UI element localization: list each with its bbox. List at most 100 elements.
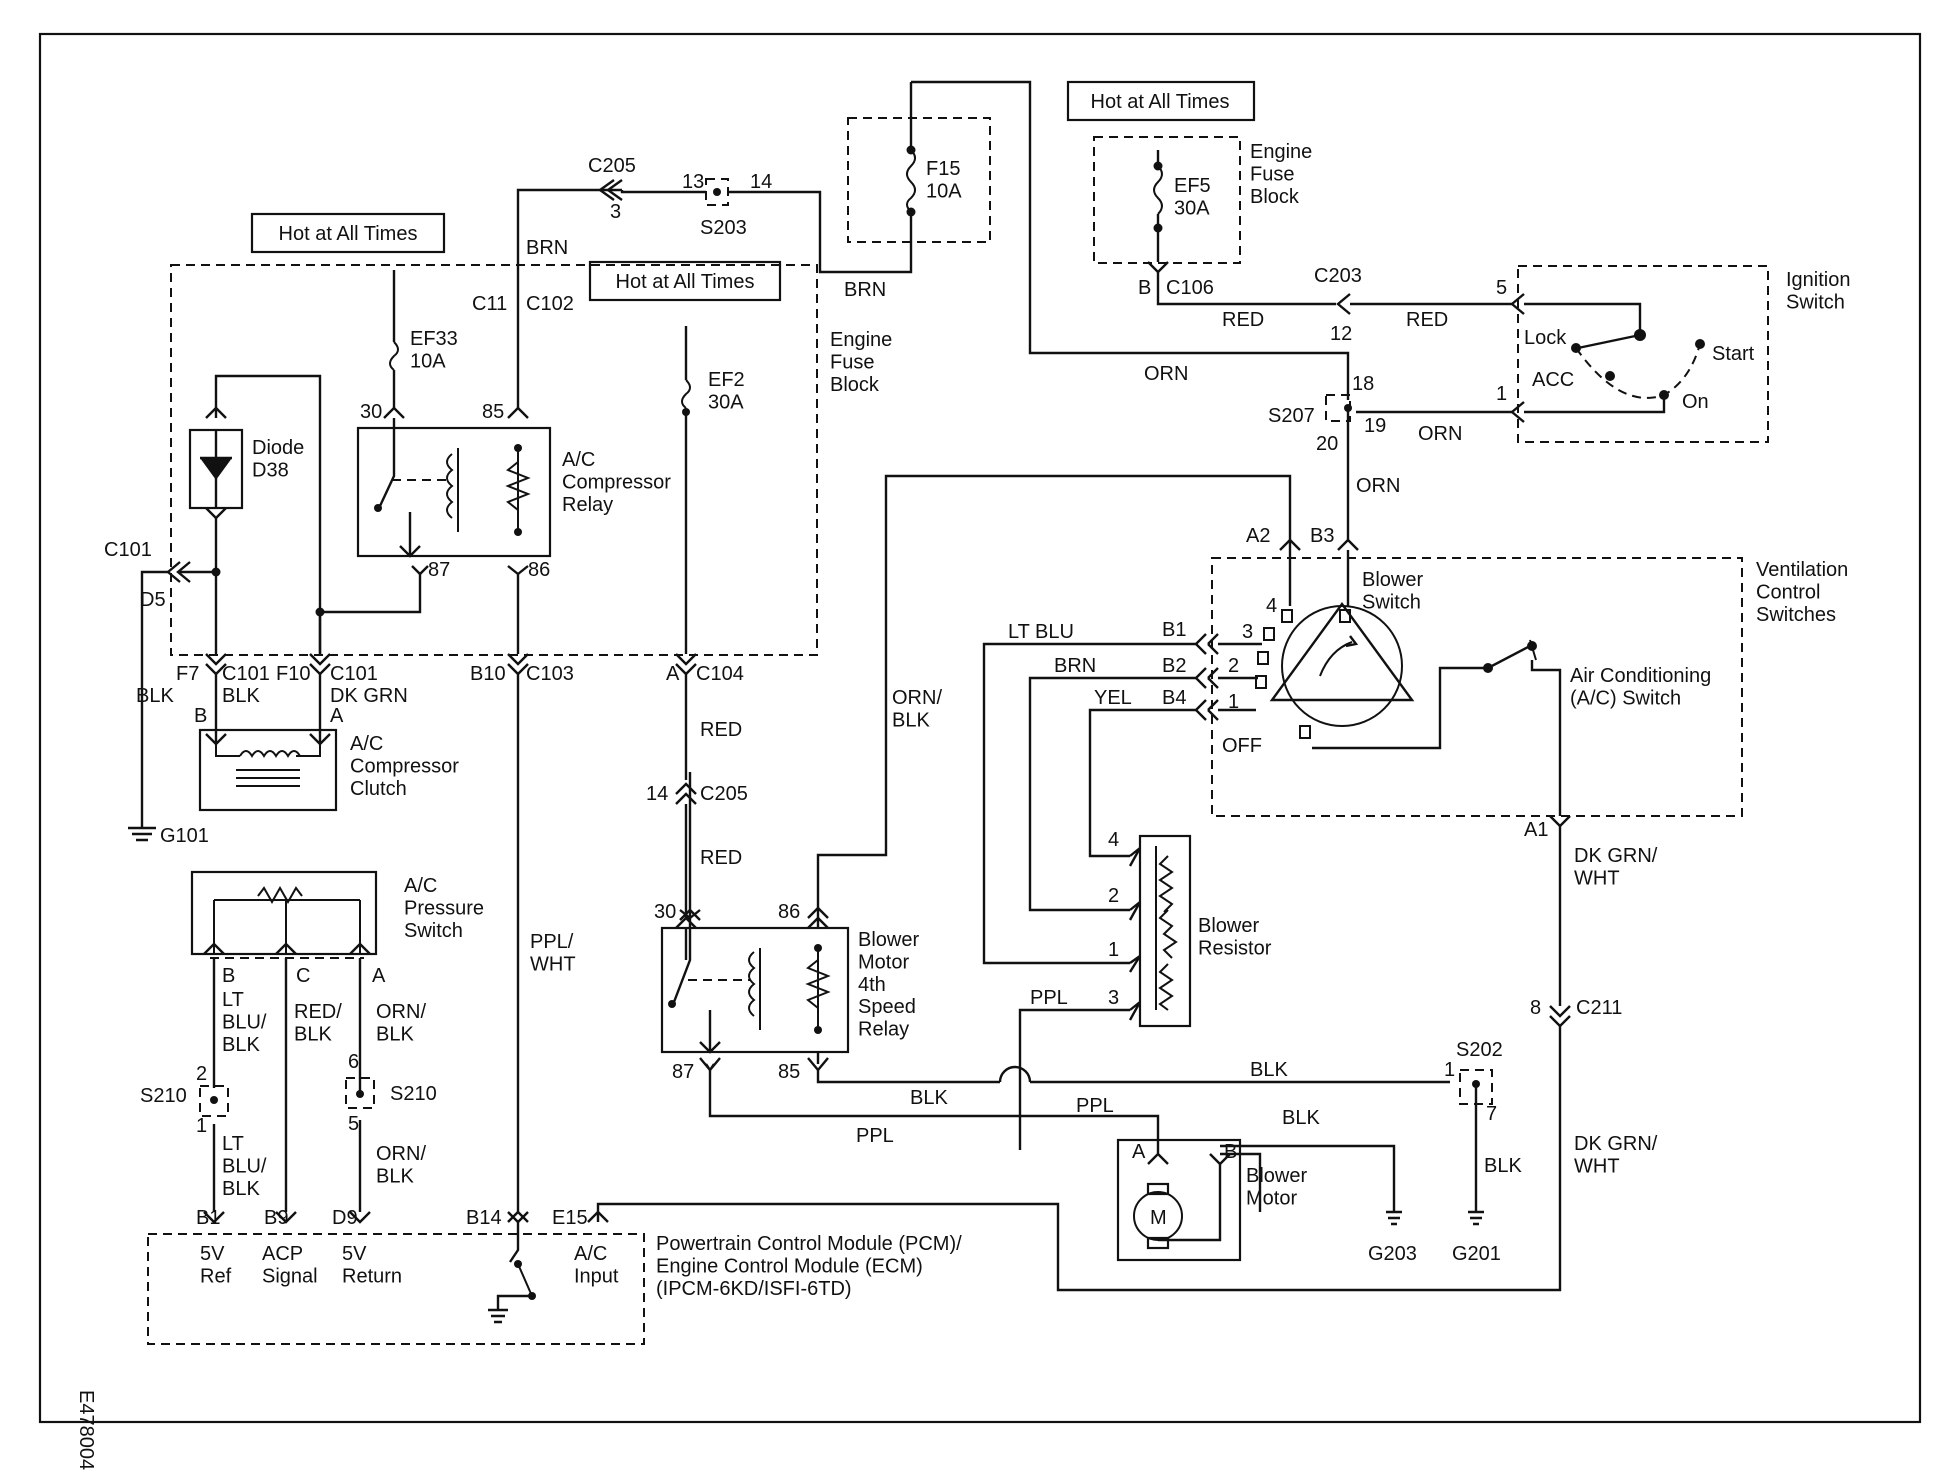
wire-ppl-motor: PPL — [1076, 1095, 1114, 1117]
s207-18: 18 — [1352, 373, 1374, 395]
blower-resistor-body — [1138, 834, 1192, 1028]
blower-relay-30: 30 — [654, 901, 676, 923]
blower-b3: B3 — [1310, 525, 1334, 547]
res-4: 4 — [1108, 829, 1119, 851]
wire-orn-blk-2: ORN/BLK — [376, 1143, 426, 1187]
ign-pin-5: 5 — [1496, 277, 1507, 299]
wire-dkgrn-wht-2: DK GRN/WHT — [1574, 1133, 1658, 1177]
ac-compressor-relay-body — [356, 426, 552, 558]
diagram-id: E478004 — [75, 1390, 97, 1470]
res-1: 1 — [1108, 939, 1119, 961]
ps-pin-b: B — [222, 965, 235, 987]
ac-pressure-switch-body — [190, 870, 378, 956]
wire-blk-clutch: BLK — [222, 685, 260, 707]
b10: B10 — [470, 663, 506, 685]
pcm-box — [147, 1233, 645, 1345]
wire-lt-blu: LT BLU — [1008, 621, 1074, 643]
ign-start-label: Start — [1712, 343, 1755, 365]
blower-a2: A2 — [1246, 525, 1270, 547]
relay-pin-86: 86 — [528, 559, 550, 581]
relay-pin-30: 30 — [360, 401, 382, 423]
s202: S202 — [1456, 1039, 1503, 1061]
motor-symbol-label: M — [1150, 1207, 1167, 1229]
s202-1: 1 — [1444, 1059, 1455, 1081]
c103: C103 — [526, 663, 574, 685]
ac-compressor-clutch-body — [198, 728, 338, 812]
c205-top-pin: 3 — [610, 201, 621, 223]
ign-lock-label: Lock — [1524, 327, 1567, 349]
blower-relay-body — [660, 926, 850, 1054]
g201: G201 — [1452, 1243, 1501, 1265]
s210-left-2: 2 — [196, 1063, 207, 1085]
pcm-e15: E15 — [552, 1207, 588, 1229]
s210-right-6: 6 — [348, 1051, 359, 1073]
d5: D5 — [140, 589, 166, 611]
s210-right: S210 — [390, 1083, 437, 1105]
c101-b: C101 — [330, 663, 378, 685]
c203-12: 12 — [1330, 323, 1352, 345]
ps-pin-c: C — [296, 965, 310, 987]
blower-b2: B2 — [1162, 655, 1186, 677]
c104-a: A — [666, 663, 680, 685]
c205-mid: C205 — [700, 783, 748, 805]
res-3: 3 — [1108, 987, 1119, 1009]
c211-pin: 8 — [1530, 997, 1541, 1019]
s202-7: 7 — [1486, 1103, 1497, 1125]
wire-orn-top — [911, 80, 1350, 400]
ac-switch-label: Air Conditioning(A/C) Switch — [1570, 665, 1711, 709]
sw-3: 3 — [1242, 621, 1253, 643]
wire-red-c205: RED — [700, 847, 742, 869]
s203-14: 14 — [750, 171, 772, 193]
wire-red-c104: RED — [700, 719, 742, 741]
c101-a: C101 — [222, 663, 270, 685]
c101-left: C101 — [104, 539, 152, 561]
blower-switch-dial — [1281, 605, 1403, 727]
hot-label: Hot at All Times — [1091, 91, 1230, 113]
wire-orn-blk-1: ORN/BLK — [376, 1001, 426, 1045]
pcm-b1: B1 — [196, 1207, 220, 1229]
wire-ppl-wht: PPL/WHT — [530, 931, 576, 975]
wire-yel-b4: YEL — [1094, 687, 1132, 709]
motor-pin-b: B — [1224, 1141, 1237, 1163]
blower-off-label: OFF — [1222, 735, 1262, 757]
blower-relay-85: 85 — [778, 1061, 800, 1083]
ps-pin-a: A — [372, 965, 386, 987]
sw-4: 4 — [1266, 595, 1277, 617]
hot-label: Hot at All Times — [616, 271, 755, 293]
motor-pin-a: A — [1132, 1141, 1146, 1163]
blower-b4: B4 — [1162, 687, 1186, 709]
wire-brn-f15: BRN — [844, 279, 886, 301]
c205-mid-pin: 14 — [646, 783, 668, 805]
wire-blk-relay85: BLK — [910, 1087, 948, 1109]
clutch-pin-a: A — [330, 705, 344, 727]
wire-blk-motor: BLK — [1282, 1107, 1320, 1129]
c106: C106 — [1166, 277, 1214, 299]
pcm-label: Powertrain Control Module (PCM)/Engine C… — [656, 1233, 962, 1300]
hot-at-all-times-box-2: Hot at All Times — [250, 212, 446, 254]
wire-blk-g201: BLK — [1484, 1155, 1522, 1177]
hot-label: Hot at All Times — [279, 223, 418, 245]
s210-right-5: 5 — [348, 1113, 359, 1135]
wire-orn-s207: ORN — [1418, 423, 1462, 445]
ef5-fuse-box — [1093, 136, 1241, 264]
wire-red-c106: RED — [1222, 309, 1264, 331]
hot-at-all-times-box-1: Hot at All Times — [1066, 80, 1256, 122]
pcm-b9: B9 — [264, 1207, 288, 1229]
